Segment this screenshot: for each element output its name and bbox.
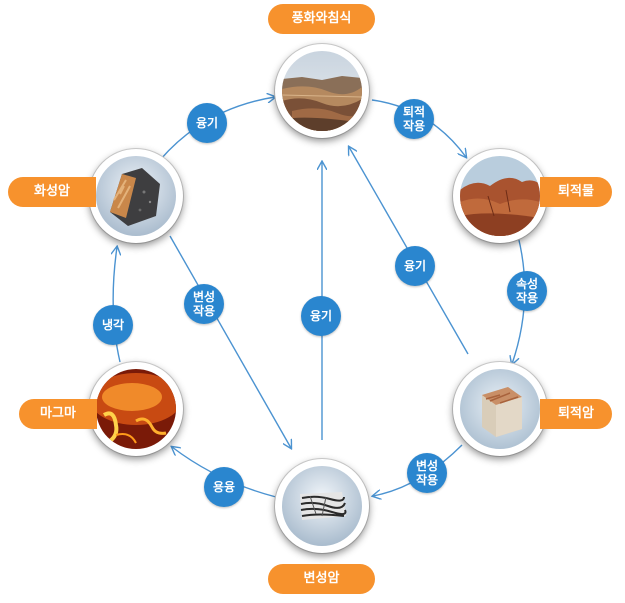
badge-uplift-sedimentary: 융기	[395, 246, 435, 286]
sediment-node	[453, 149, 547, 243]
badge-metamorphism-igneous: 변성 작용	[184, 284, 224, 324]
metamorphic-rock-node	[275, 459, 369, 553]
canyon-landscape-image	[282, 51, 362, 131]
badge-uplift-igneous: 융기	[187, 103, 227, 143]
magma-node	[89, 362, 183, 456]
badge-uplift-metamorphic: 융기	[301, 296, 341, 336]
badge-metamorphism-sedimentary: 변성 작용	[407, 453, 447, 493]
sandstone-sample-image	[460, 369, 540, 449]
badge-compaction: 속성 작용	[507, 271, 547, 311]
badge-cooling: 냉각	[93, 305, 133, 345]
label-sediment: 퇴적물	[540, 177, 612, 207]
label-metamorphic-rock: 변성암	[268, 564, 375, 594]
arrow-igneous-to-metamorphic	[169, 235, 291, 448]
badge-melting: 용융	[204, 467, 244, 507]
label-magma: 마그마	[19, 399, 97, 429]
label-weathering: 풍화와침식	[268, 4, 375, 34]
weathering-node	[275, 44, 369, 138]
label-igneous-rock: 화성암	[8, 177, 96, 207]
granite-sample-image	[96, 156, 176, 236]
gneiss-sample-image	[282, 466, 362, 546]
label-sedimentary-rock: 퇴적암	[540, 399, 612, 429]
lava-flow-image	[96, 369, 176, 449]
igneous-rock-node	[89, 149, 183, 243]
red-hills-image	[460, 156, 540, 236]
sedimentary-rock-node	[453, 362, 547, 456]
badge-deposition: 퇴적 작용	[394, 99, 434, 139]
